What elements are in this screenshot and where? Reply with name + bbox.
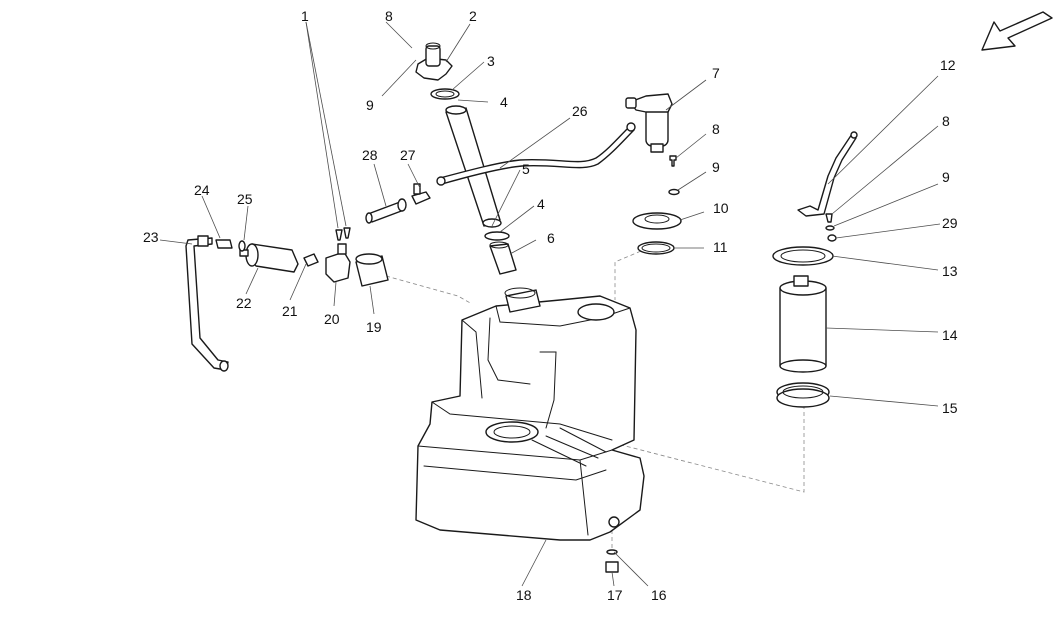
- fuel-filter: [239, 243, 299, 273]
- fuel-pump-module: [779, 275, 827, 373]
- direction-arrow-icon: [981, 11, 1053, 51]
- callout-4: 4: [500, 94, 508, 110]
- flange-seal: [637, 241, 675, 255]
- return-pipe: [797, 131, 858, 217]
- callout-17: 17: [607, 587, 623, 603]
- callout-2: 2: [469, 8, 477, 24]
- callout-11: 11: [713, 239, 728, 255]
- callout-22: 22: [236, 295, 252, 311]
- mounting-screws: [335, 227, 351, 241]
- callout-27: 27: [400, 147, 416, 163]
- filter-washer: [238, 240, 246, 252]
- callout-8: 8: [712, 121, 720, 137]
- callout-9: 9: [712, 159, 720, 175]
- filler-neck-pipe: [445, 105, 502, 228]
- filter-cartridge: [355, 253, 389, 287]
- filler-seal-ring: [430, 88, 460, 100]
- leader-lines: [159, 21, 941, 587]
- callout-26: 26: [572, 103, 588, 119]
- pump-retaining-ring: [772, 246, 834, 266]
- callout-7: 7: [712, 65, 720, 81]
- callout-5: 5: [522, 161, 530, 177]
- callout-20: 20: [324, 311, 340, 327]
- vent-pipe: [436, 122, 636, 186]
- pump-screw: [825, 213, 833, 223]
- pump-washer: [825, 225, 835, 231]
- neck-seal-ring: [484, 231, 510, 241]
- callout-10: 10: [713, 200, 729, 216]
- callout-13: 13: [942, 263, 958, 279]
- valve-washer: [668, 188, 680, 196]
- callout-18: 18: [516, 587, 532, 603]
- pump-clip: [827, 234, 837, 242]
- callout-8: 8: [942, 113, 950, 129]
- filter-inlet-fitting: [215, 239, 233, 249]
- pump-seal: [776, 382, 830, 408]
- callout-3: 3: [487, 53, 495, 69]
- fuel-tank: [415, 287, 645, 541]
- callout-28: 28: [362, 147, 378, 163]
- filler-connector-hose: [489, 241, 517, 275]
- callout-25: 25: [237, 191, 253, 207]
- drain-plug: [605, 561, 619, 573]
- callout-labels: 1 8 2 3 9 4 7 26 8 28 27 5 9 24 25 4 10 …: [143, 8, 958, 603]
- callout-1: 1: [301, 8, 309, 24]
- callout-9: 9: [366, 97, 374, 113]
- callout-6: 6: [547, 230, 555, 246]
- callout-12: 12: [940, 57, 956, 73]
- fuel-hose: [365, 198, 407, 224]
- callout-15: 15: [942, 400, 958, 416]
- filter-bracket: [325, 243, 351, 283]
- fuel-line: [185, 235, 229, 372]
- callout-9: 9: [942, 169, 950, 185]
- callout-14: 14: [942, 327, 958, 343]
- filter-fitting: [303, 253, 319, 267]
- valve-flange: [632, 212, 682, 230]
- callout-19: 19: [366, 319, 382, 335]
- vent-valve: [625, 93, 673, 153]
- callout-29: 29: [942, 215, 958, 231]
- callout-4: 4: [537, 196, 545, 212]
- callout-21: 21: [282, 303, 298, 319]
- callout-23: 23: [143, 229, 159, 245]
- filler-cap: [415, 42, 453, 81]
- callout-8: 8: [385, 8, 393, 24]
- valve-screw: [669, 155, 677, 167]
- callout-16: 16: [651, 587, 667, 603]
- pipe-connector: [411, 183, 431, 205]
- callout-24: 24: [194, 182, 210, 198]
